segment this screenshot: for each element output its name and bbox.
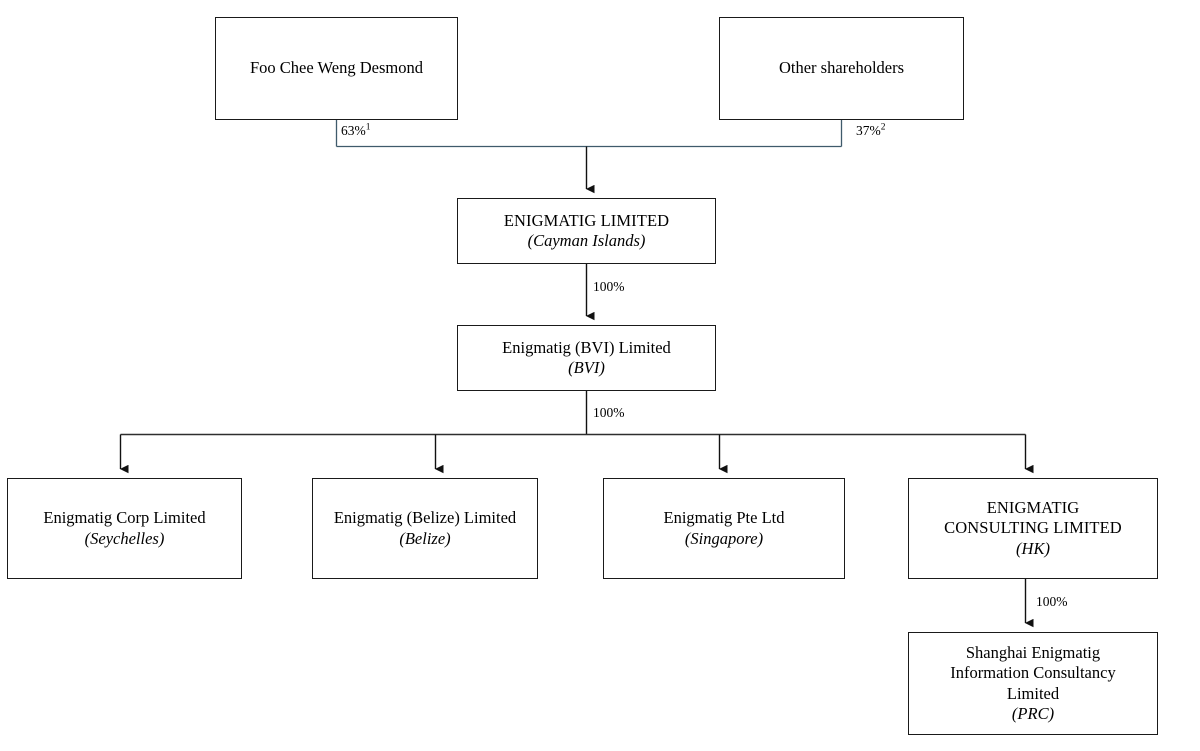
edge-label-63-percent: 63%1: [341, 123, 371, 139]
edge-label-37-percent: 37%2: [856, 123, 886, 139]
node-jurisdiction: (Belize): [399, 528, 451, 548]
edge-label-footnote: 1: [365, 122, 371, 133]
node-jurisdiction: (PRC): [1011, 703, 1055, 723]
node-foo-chee-weng-desmond[interactable]: Foo Chee Weng Desmond: [215, 17, 458, 120]
edge-label-value: 100%: [593, 279, 625, 294]
node-jurisdiction: (Singapore): [684, 528, 764, 548]
node-jurisdiction: (HK): [1016, 538, 1050, 558]
node-jurisdiction: (BVI): [568, 358, 605, 377]
edge-bvi-to-subsidiaries: [119, 391, 1034, 474]
node-title: Enigmatig (BVI) Limited: [502, 337, 671, 357]
node-shanghai-enigmatig[interactable]: Shanghai Enigmatig Information Consultan…: [908, 632, 1158, 735]
node-enigmatig-pte-ltd[interactable]: Enigmatig Pte Ltd (Singapore): [603, 478, 845, 579]
node-enigmatig-limited[interactable]: ENIGMATIG LIMITED (Cayman Islands): [457, 198, 716, 264]
edge-label-100-percent-cayman-bvi: 100%: [593, 279, 625, 295]
node-enigmatig-belize-limited[interactable]: Enigmatig (Belize) Limited (Belize): [312, 478, 538, 579]
edge-label-value: 100%: [1036, 594, 1068, 609]
node-other-shareholders[interactable]: Other shareholders: [719, 17, 964, 120]
edge-label-value: 63%: [341, 123, 366, 138]
node-enigmatig-consulting-limited[interactable]: ENIGMATIG CONSULTING LIMITED (HK): [908, 478, 1158, 579]
node-title: Enigmatig Corp Limited: [43, 508, 206, 528]
node-title: Foo Chee Weng Desmond: [250, 58, 423, 78]
node-jurisdiction: (Cayman Islands): [527, 231, 646, 250]
edge-label-value: 37%: [856, 123, 881, 138]
node-title: Enigmatig (Belize) Limited: [333, 508, 517, 528]
edge-shareholders-to-enigmatig: [335, 120, 843, 194]
edge-label-value: 100%: [593, 405, 625, 420]
node-title: Shanghai Enigmatig Information Consultan…: [950, 643, 1116, 703]
node-enigmatig-bvi-limited[interactable]: Enigmatig (BVI) Limited (BVI): [457, 325, 716, 391]
node-enigmatig-corp-limited[interactable]: Enigmatig Corp Limited (Seychelles): [7, 478, 242, 579]
node-title: ENIGMATIG CONSULTING LIMITED: [944, 498, 1122, 538]
edge-label-100-percent-hk-prc: 100%: [1036, 594, 1068, 610]
edge-label-100-percent-bvi-subsidiaries: 100%: [593, 405, 625, 421]
node-title: ENIGMATIG LIMITED: [503, 210, 670, 230]
node-title: Enigmatig Pte Ltd: [663, 508, 785, 528]
edge-label-footnote: 2: [880, 122, 886, 133]
node-jurisdiction: (Seychelles): [84, 528, 165, 548]
node-title: Other shareholders: [778, 58, 905, 78]
